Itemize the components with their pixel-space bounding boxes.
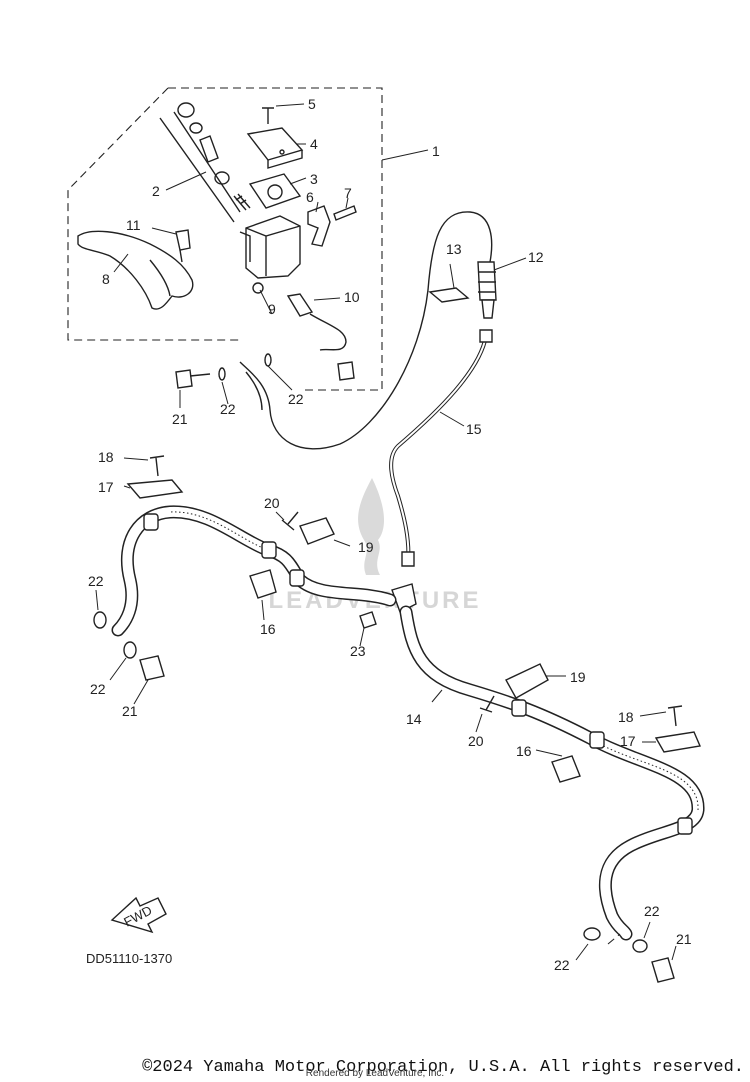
callout-2: 2	[152, 183, 160, 199]
washer-top-b	[264, 353, 272, 367]
copyright-notice: ©2024 Yamaha Motor Corporation, U.S.A. A…	[142, 1058, 744, 1077]
leader-lines	[95, 103, 677, 961]
clip-17-left	[126, 479, 184, 499]
screw	[262, 107, 274, 124]
callout-13: 13	[446, 241, 462, 257]
clip-17-right	[654, 731, 701, 753]
fwd-arrow-icon: FWD	[110, 896, 167, 934]
hose-fitting-12	[477, 261, 497, 319]
pivot-bolt	[175, 229, 191, 263]
callout-22-right-a: 22	[644, 903, 660, 919]
callout-4: 4	[310, 136, 318, 152]
callout-7: 7	[344, 185, 352, 201]
callout-3: 3	[310, 171, 318, 187]
right-brake-hose	[399, 605, 705, 941]
bracket-19-left	[299, 517, 335, 545]
callout-21-left: 21	[122, 703, 138, 719]
callout-19-left: 19	[358, 539, 374, 555]
callout-19-right: 19	[570, 669, 586, 685]
callout-10: 10	[344, 289, 360, 305]
callout-16-right: 16	[516, 743, 532, 759]
upper-brake-hose	[239, 211, 493, 450]
union-bolt-top	[175, 369, 211, 389]
bracket-19-right	[505, 663, 549, 699]
callout-22-top-a: 22	[220, 401, 236, 417]
brake-joint	[359, 583, 417, 629]
callout-5: 5	[308, 96, 316, 112]
callout-22-top-b: 22	[288, 391, 304, 407]
reservoir-cover	[246, 127, 304, 169]
piston-kit	[159, 102, 251, 223]
callout-labels: 1 2 3 4 5 6 7 8 9 10 11 12 13 14 15 16 1…	[88, 96, 692, 973]
callout-18-left: 18	[98, 449, 114, 465]
callout-15: 15	[466, 421, 482, 437]
bolt-20-right	[479, 695, 495, 713]
brake-lever	[77, 230, 194, 310]
washer-left-b	[123, 641, 137, 659]
assembly-outline	[67, 87, 383, 391]
washer-right-a	[583, 927, 601, 941]
brake-pipe	[389, 329, 493, 567]
clamp-16-left	[249, 569, 277, 599]
diaphragm	[248, 173, 302, 209]
bolt-20-left	[281, 511, 299, 531]
callout-20-left: 20	[264, 495, 280, 511]
callout-14: 14	[406, 711, 422, 727]
left-brake-hose	[111, 505, 397, 637]
bolt-18-left	[149, 455, 165, 477]
callout-11: 11	[126, 217, 141, 233]
callout-22-right-b: 22	[554, 957, 570, 973]
callout-18-right: 18	[618, 709, 634, 725]
callout-22-left-b: 22	[90, 681, 106, 697]
callout-12: 12	[528, 249, 544, 265]
callout-20-right: 20	[468, 733, 484, 749]
washer-top-a	[218, 367, 226, 381]
callout-1: 1	[432, 143, 440, 159]
callout-22-left-a: 22	[88, 573, 104, 589]
callout-16-left: 16	[260, 621, 276, 637]
brake-switch	[252, 282, 355, 381]
callout-21-top: 21	[172, 411, 188, 427]
bolt-18-right	[667, 705, 683, 727]
callout-17-left: 17	[98, 479, 114, 495]
callout-21-right: 21	[676, 931, 692, 947]
clip-13	[428, 287, 470, 303]
callout-17-right: 17	[620, 733, 636, 749]
diagram-code: DD51110-1370	[86, 951, 172, 966]
holder	[307, 205, 331, 247]
rendered-by-notice: Rendered by LeadVenture, Inc.	[305, 1068, 445, 1079]
master-cylinder-body	[239, 215, 301, 279]
callout-9: 9	[268, 301, 276, 317]
callout-8: 8	[102, 271, 110, 287]
washer-right-b	[632, 939, 648, 953]
clamp-16-right	[551, 755, 581, 783]
washer-left-a	[93, 611, 107, 629]
bolt-7	[333, 205, 357, 221]
callout-23: 23	[350, 643, 366, 659]
union-bolt-left	[139, 655, 165, 681]
union-bolt-right	[651, 957, 675, 983]
callout-6: 6	[306, 189, 314, 205]
